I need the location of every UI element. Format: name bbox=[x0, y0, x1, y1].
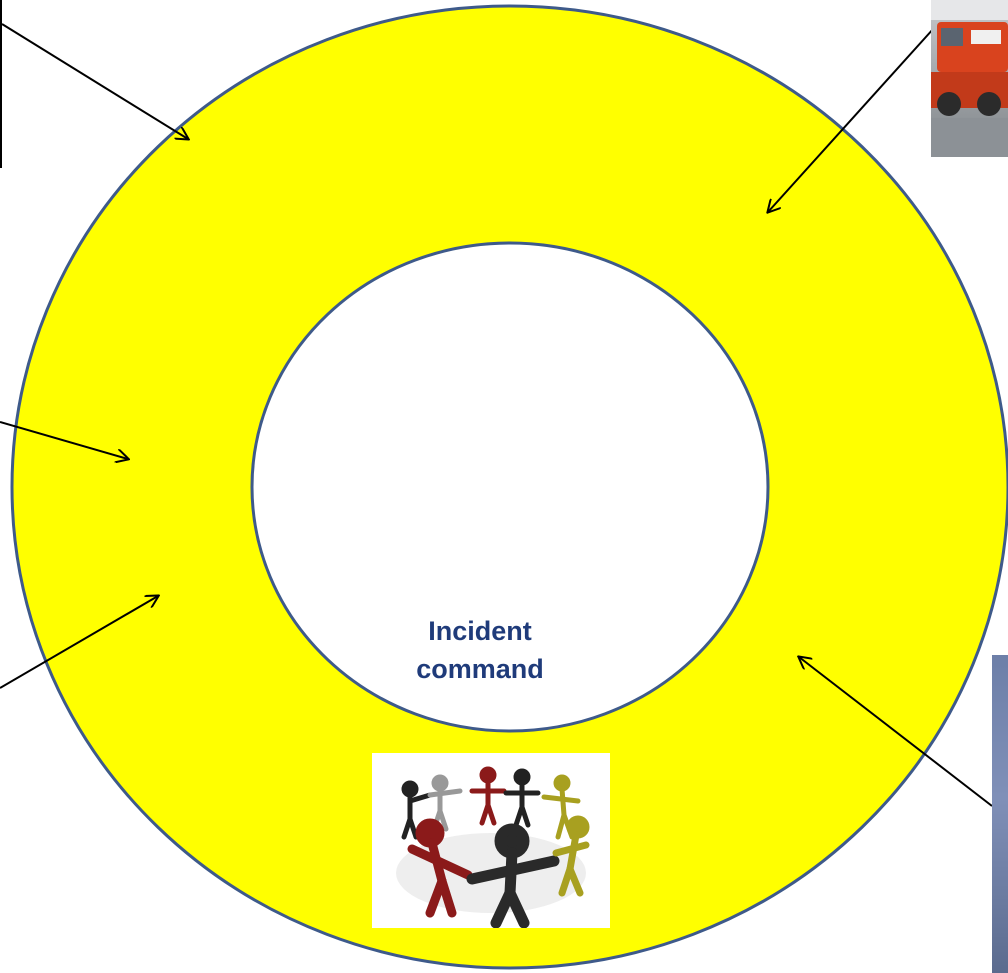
arrow-top-left bbox=[1, 23, 188, 139]
left-photo-frame-edge bbox=[0, 0, 2, 168]
arrow-mid-left bbox=[0, 421, 128, 459]
inner-circle bbox=[250, 241, 770, 733]
center-label-line2: command bbox=[416, 654, 544, 684]
arrow-bottom-left bbox=[0, 596, 158, 689]
center-label-line1: Incident bbox=[428, 616, 532, 646]
center-label: Incident command bbox=[380, 612, 580, 688]
arrow-bottom-right bbox=[799, 657, 993, 807]
sky-photo bbox=[992, 655, 1008, 973]
arrow-top-right bbox=[768, 27, 935, 212]
people-circle-clipart bbox=[372, 753, 610, 929]
fire-truck-photo bbox=[931, 0, 1008, 157]
